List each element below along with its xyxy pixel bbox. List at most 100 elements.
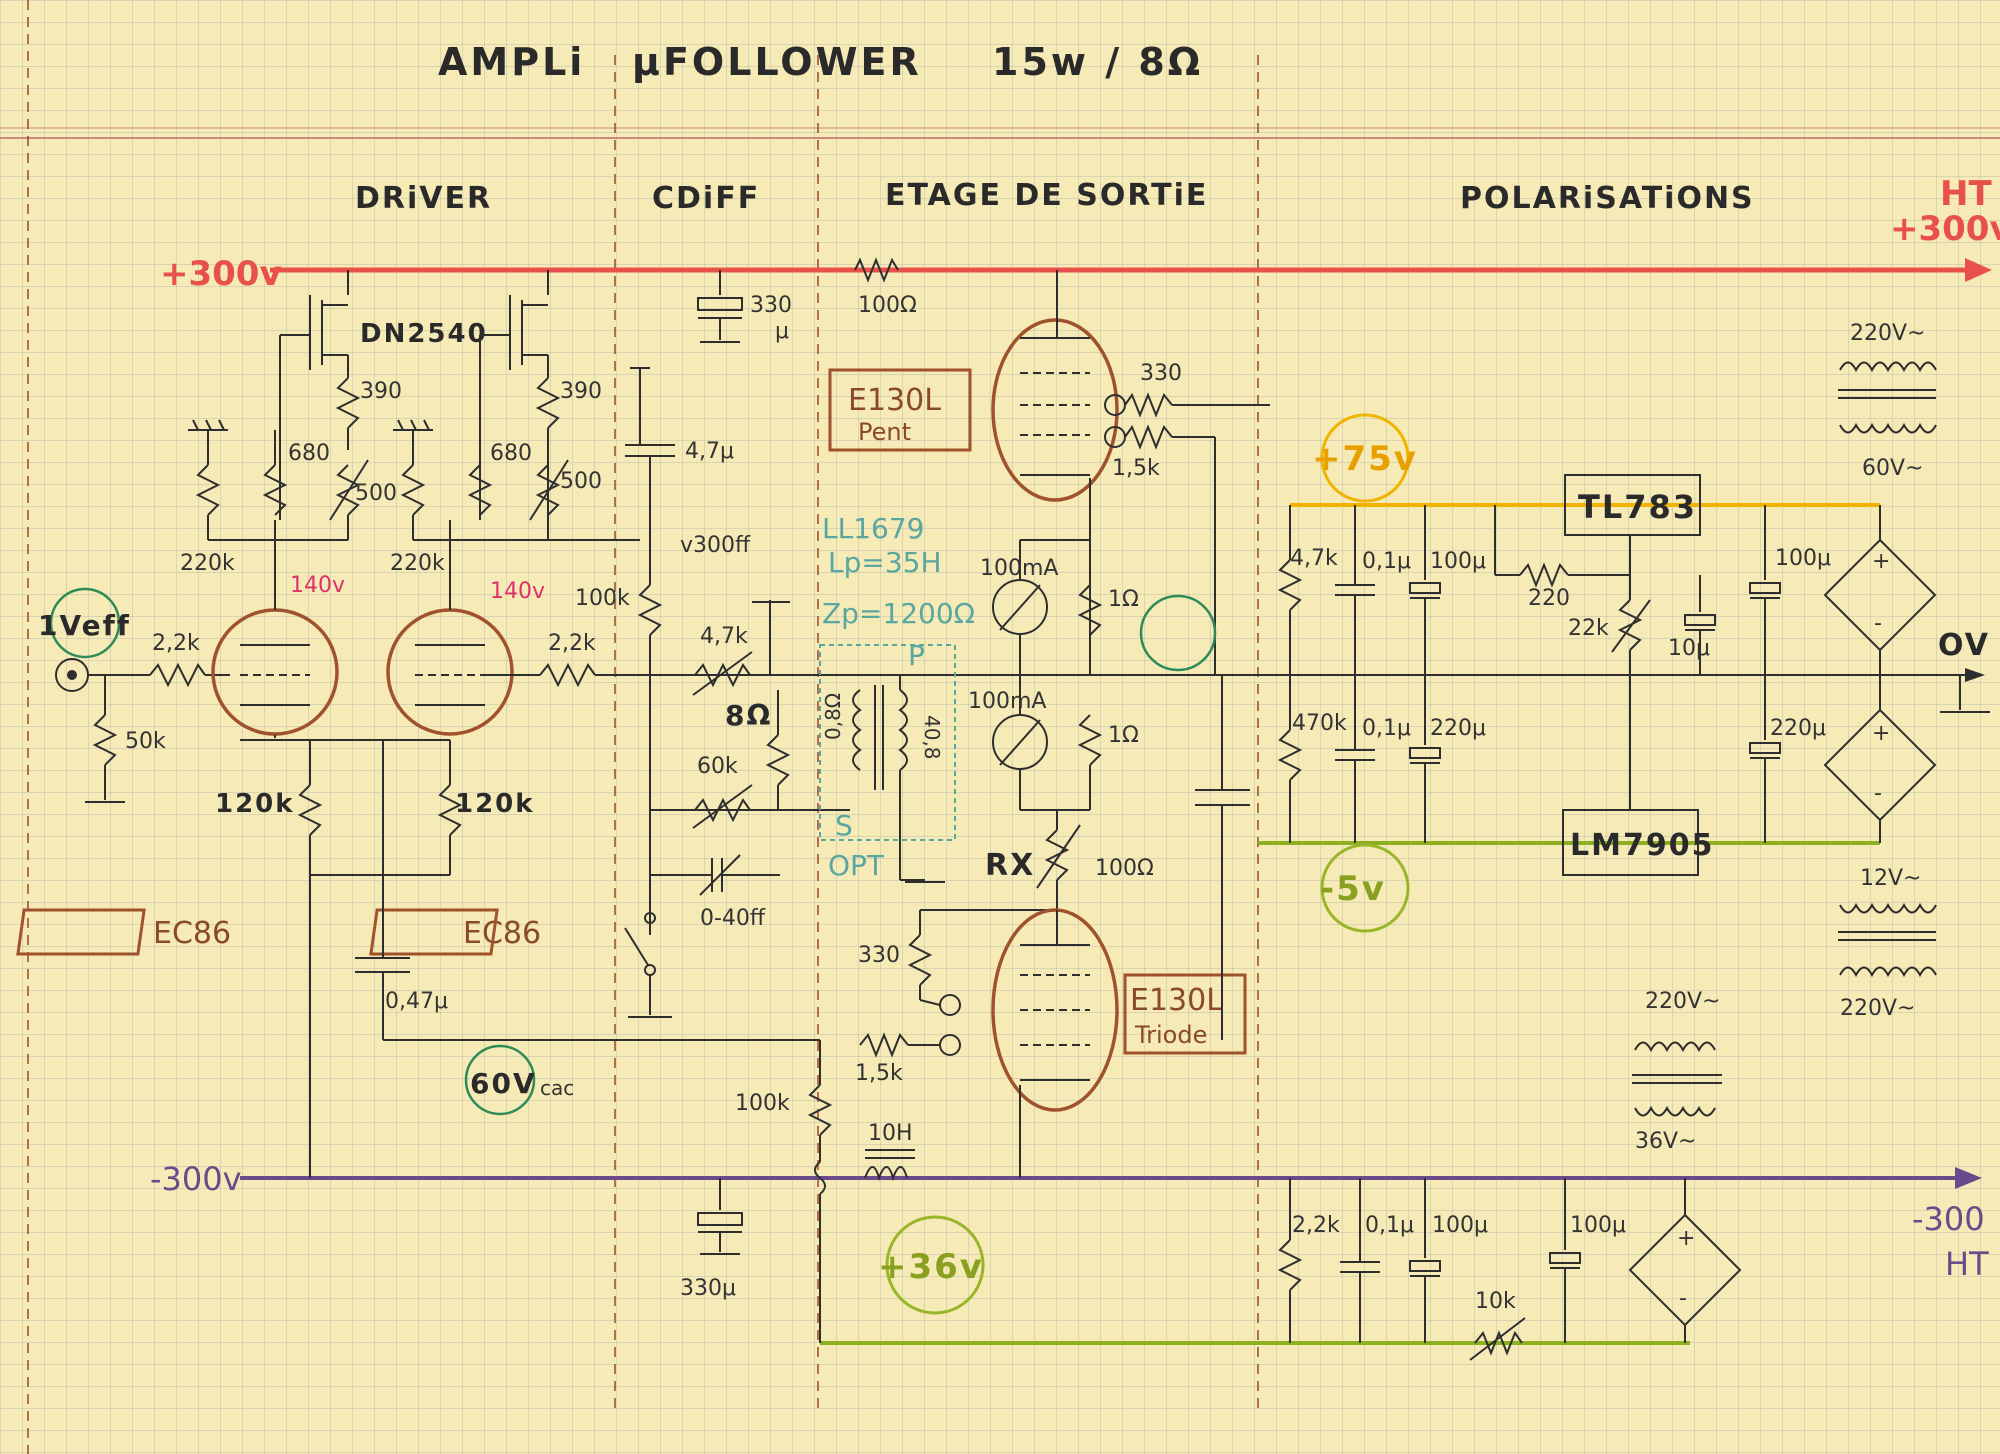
opt-zp: Zp=1200Ω <box>822 597 975 630</box>
label-c-100-d: 100μ <box>1570 1213 1626 1238</box>
tube-label-ec86-a: EC86 <box>153 916 231 951</box>
label-load-8: 8Ω <box>725 699 772 732</box>
label-cap-330-bottom: 330μ <box>680 1276 736 1301</box>
label-cap-330-unit: μ <box>775 319 789 344</box>
rail-label-ht-top: HT <box>1940 174 1992 214</box>
ground-symbols <box>188 419 433 431</box>
label-60v: 60V <box>470 1067 537 1100</box>
label-rx: RX <box>985 848 1035 883</box>
bias-bottom-network <box>1277 1178 1581 1361</box>
label-c-100-c: 100μ <box>1432 1213 1488 1238</box>
label-meter-bottom: 100mA <box>968 689 1046 714</box>
label-c-10: 10μ <box>1668 636 1710 661</box>
pot-4-7k <box>692 600 790 696</box>
label-cap-330: 330 <box>750 293 792 318</box>
meter-top <box>992 539 1103 675</box>
tube-driver-a <box>211 520 339 738</box>
opt-ratio-b: 40,8 <box>920 715 944 760</box>
label-r-input: 2,2k <box>152 631 200 656</box>
resistor-grid-b <box>539 662 650 688</box>
pot-rx <box>920 810 1081 911</box>
label-tr2-secondary: 12V~ <box>1860 866 1921 891</box>
circle-75v <box>1320 413 1410 503</box>
label-r-4-7k: 4,7k <box>1290 546 1338 571</box>
label-pot-60k: 60k <box>697 754 738 779</box>
label-reg-top: TL783 <box>1578 488 1697 526</box>
label-c-01-b: 0,1μ <box>1362 716 1411 741</box>
pot-60k <box>650 784 850 829</box>
zero-volt-label: OV <box>1938 628 1990 663</box>
section-dividers <box>614 55 1259 1410</box>
resistor-input-ground <box>85 675 125 803</box>
label-60v-suffix: cac <box>540 1076 574 1100</box>
label-r-1ohm-a: 1Ω <box>1108 587 1139 612</box>
resistor-cathode-a <box>240 739 450 1178</box>
label-cap-047: 0,47μ <box>385 989 448 1014</box>
transformer-12v <box>1838 902 1937 978</box>
label-r-cathode-a: 120k <box>215 789 295 819</box>
regulator-lm7905 <box>1562 809 1699 876</box>
label-reg-bottom: LM7905 <box>1570 828 1714 863</box>
label-r-470k: 470k <box>1292 711 1347 736</box>
opt-ratio-a: 0,8Ω <box>821 693 845 740</box>
tube-mode-top: Pent <box>858 418 911 446</box>
label-5v: -5v <box>1320 869 1386 909</box>
cap-100-b <box>1749 505 1781 675</box>
svg-text:-: - <box>1874 781 1882 806</box>
plate-voltage-a: 140v <box>290 573 345 598</box>
svg-text:+: + <box>1677 1226 1695 1251</box>
tube-label-top: E130L <box>848 383 941 418</box>
zero-volt-rail <box>600 668 1990 713</box>
title-ampli: AMPLi <box>438 40 585 84</box>
label-tr2-primary: 220V~ <box>1840 996 1915 1021</box>
capacitor-330-bottom <box>697 1178 743 1255</box>
resistors-g2-bottom <box>859 910 961 1058</box>
label-r-ground: 50k <box>125 729 166 754</box>
resistor-100k-lower <box>807 1040 833 1343</box>
resistor-100k-cdiff <box>637 570 663 935</box>
tube-label-ec86-b: EC86 <box>463 916 541 951</box>
section-driver: DRiVER <box>355 181 492 216</box>
opt-lp: Lp=35H <box>828 546 942 579</box>
label-r-1-5k-top: 1,5k <box>1112 456 1160 481</box>
resistor-680-b <box>467 430 493 516</box>
title-follower: μFOLLOWER <box>632 40 922 84</box>
input-jack <box>49 587 150 692</box>
switch-cdiff <box>624 912 672 1018</box>
coupling-cap-output <box>1195 675 1250 1040</box>
label-var-cap: v300ff <box>680 533 751 558</box>
label-r-100-b: 100Ω <box>1095 856 1154 881</box>
opt-label: OPT <box>828 849 885 882</box>
label-pot-4-7k: 4,7k <box>700 624 748 649</box>
bias-upper-network <box>1277 505 1630 675</box>
transformer-36v <box>1632 1041 1722 1117</box>
section-bias: POLARiSATiONS <box>1460 181 1755 216</box>
tube-label-bottom: E130L <box>1130 983 1223 1018</box>
resistor-390-b <box>535 377 561 540</box>
input-level-label: 1Veff <box>38 609 131 642</box>
load-resistor <box>765 690 791 810</box>
label-36v: +36v <box>878 1247 984 1287</box>
label-r-100k-cdiff: 100k <box>575 586 630 611</box>
rail-label-plus-300-right: +300v <box>1890 209 2000 249</box>
label-r-100k-lower: 100k <box>735 1091 790 1116</box>
bridge-rectifier-middle: + - <box>1823 708 1937 843</box>
svg-text:-: - <box>1679 1286 1687 1311</box>
mosfet-a <box>279 270 349 520</box>
label-r-2-2k: 2,2k <box>1292 1213 1340 1238</box>
transformer-60v <box>1838 361 1937 434</box>
trim-cap-040 <box>650 854 780 896</box>
resistor-100-top <box>854 257 899 283</box>
rail-label-minus-300-left: -300v <box>150 1160 242 1198</box>
opt-model: LL1679 <box>822 512 924 545</box>
svg-text:-: - <box>1874 611 1882 636</box>
label-c-220-b: 220μ <box>1770 716 1826 741</box>
label-pot-10k: 10k <box>1475 1289 1516 1314</box>
label-tr1-secondary: 60V~ <box>1862 456 1923 481</box>
circle-5v <box>1320 843 1410 933</box>
label-pot-22k: 22k <box>1568 616 1609 641</box>
rail-label-minus-300-right: -300 <box>1912 1200 1985 1238</box>
label-r-1ohm-b: 1Ω <box>1108 723 1139 748</box>
